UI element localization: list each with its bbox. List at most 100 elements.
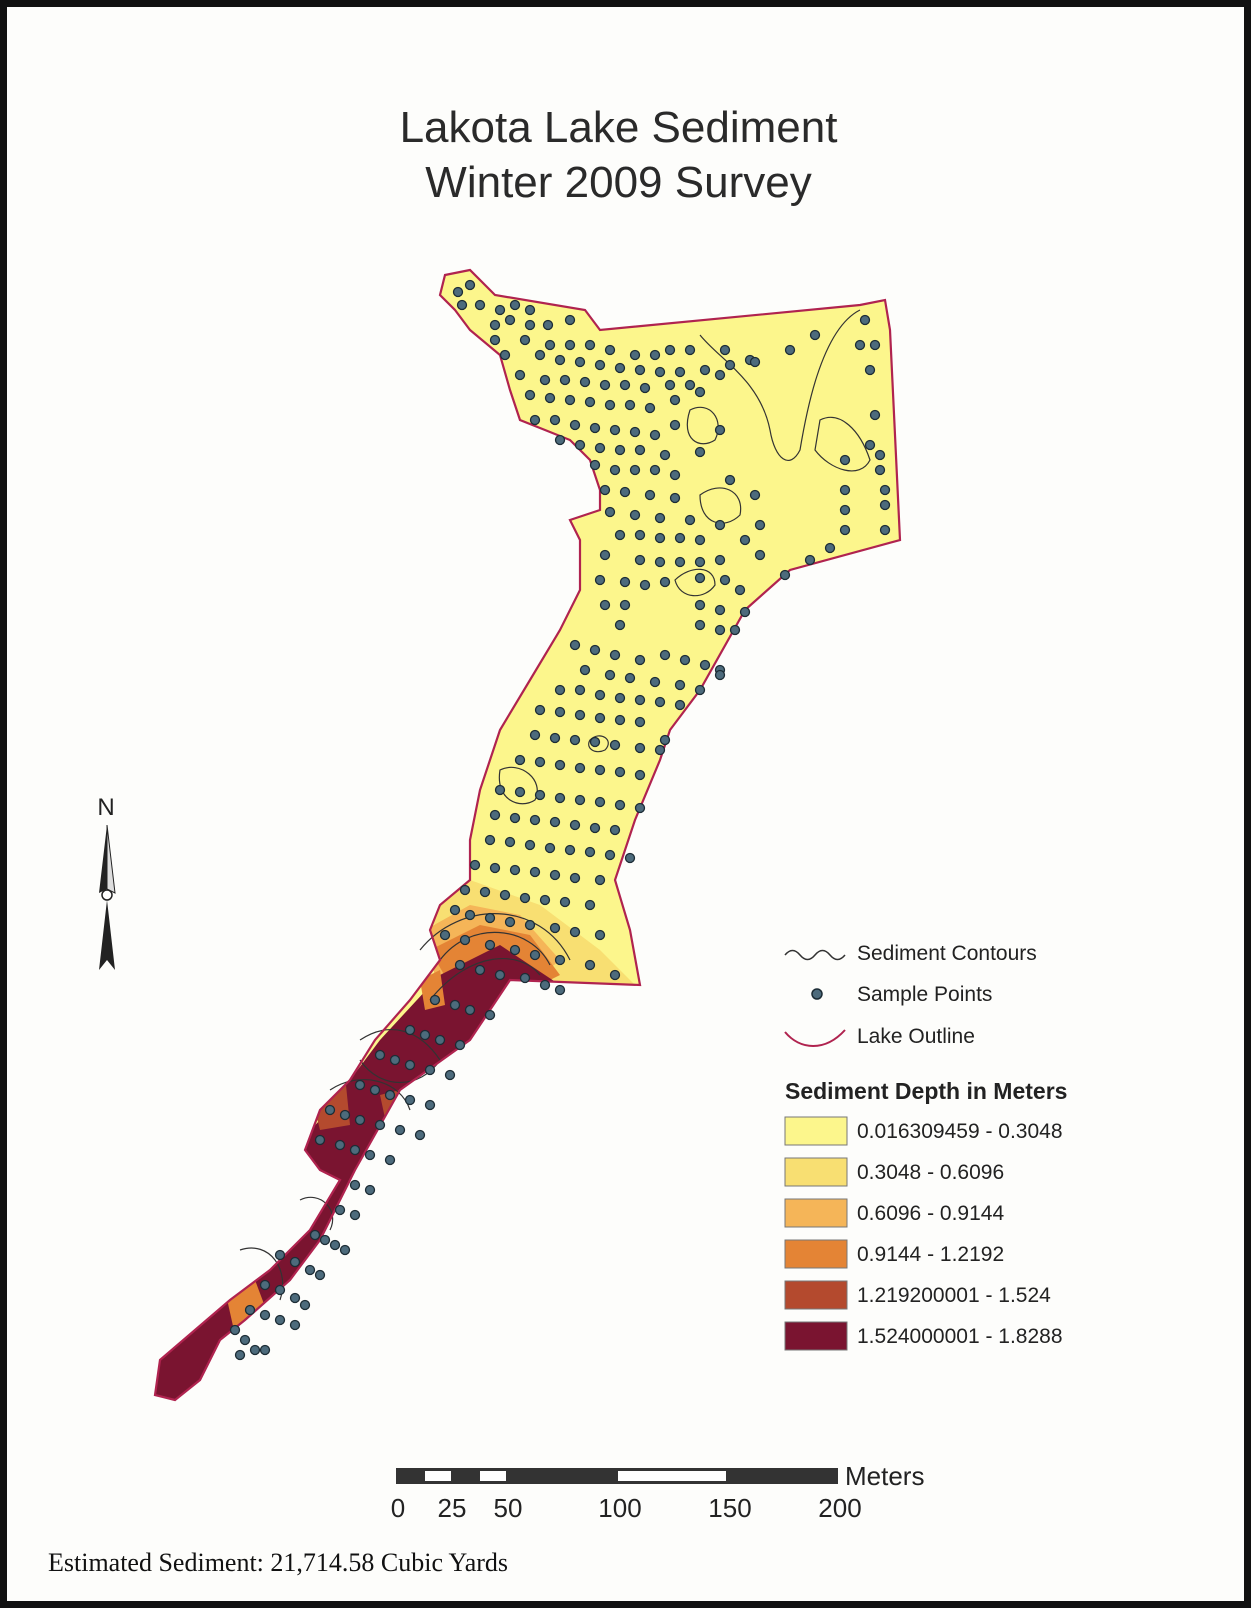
sample-point [634,716,646,728]
sample-point [599,379,611,391]
sample-point [614,799,626,811]
sample-point [524,839,536,851]
sample-point [554,984,566,996]
sample-point [314,1134,326,1146]
sample-point [534,789,546,801]
sample-point [244,1304,256,1316]
sample-point [569,872,581,884]
sample-point [654,366,666,378]
legend-class-label: 1.524000001 - 1.8288 [857,1325,1063,1348]
sample-point [452,286,464,298]
sample-point [274,1284,286,1296]
sample-point [734,584,746,596]
legend-swatch [784,1116,848,1146]
sample-point [519,892,531,904]
sample-point [714,424,726,436]
sample-point [419,1029,431,1041]
sample-point [404,1094,416,1106]
scale-unit: Meters [845,1461,924,1491]
sample-point [289,1256,301,1268]
sample-point [544,842,556,854]
sample-point [694,446,706,458]
sample-point [514,754,526,766]
legend-class-label: 0.016309459 - 0.3048 [857,1120,1063,1143]
sample-point [649,464,661,476]
sample-point [559,374,571,386]
legend-class-label: 1.219200001 - 1.524 [857,1284,1051,1307]
sample-point [879,499,891,511]
sample-point [614,714,626,726]
sample-point [354,1114,366,1126]
sample-point [529,414,541,426]
sample-point [509,944,521,956]
sample-point [524,389,536,401]
sample-point [659,449,671,461]
sample-point [504,836,516,848]
sample-point [719,344,731,356]
sample-point [669,469,681,481]
sample-point [554,684,566,696]
sample-point [544,339,556,351]
sample-point [429,994,441,1006]
sample-point [439,929,451,941]
sample-point [464,1004,476,1016]
sample-point [879,484,891,496]
sample-point [494,304,506,316]
sample-point [824,542,836,554]
sample-point [259,1279,271,1291]
sample-point [714,624,726,636]
sample-point [579,664,591,676]
sample-point [354,1079,366,1091]
sample-point [699,364,711,376]
sample-point [594,442,606,454]
sample-point [634,694,646,706]
sample-point [549,869,561,881]
sample-point [624,852,636,864]
sample-point [329,1239,341,1251]
contour-line-icon [784,949,846,961]
sample-point [229,1324,241,1336]
sample-point [594,359,606,371]
legend-label-samples: Sample Points [857,983,992,1006]
sample-point [714,604,726,616]
sample-point [669,492,681,504]
sample-point [574,794,586,806]
sample-point [839,504,851,516]
sample-point [719,574,731,586]
map-subtitle: Winter 2009 Survey [425,158,812,207]
sample-point [349,1179,361,1191]
sample-point [654,556,666,568]
sample-point [634,444,646,456]
sample-point [499,349,511,361]
sample-point [529,866,541,878]
sample-point [634,529,646,541]
sample-point [594,712,606,724]
legend-swatch [784,1239,848,1269]
sample-point [474,964,486,976]
sample-point [679,654,691,666]
sample-point [584,899,596,911]
sample-point [609,424,621,436]
sample-point [639,579,651,591]
sample-point [654,696,666,708]
sample-point [839,484,851,496]
north-arrow-icon: N [97,794,116,970]
sample-point [559,896,571,908]
sample-point [749,489,761,501]
sample-point [609,649,621,661]
sample-point [619,576,631,588]
sample-point [839,524,851,536]
sample-point [589,822,601,834]
sample-point [504,916,516,928]
sample-point [624,672,636,684]
sample-point [544,392,556,404]
sample-point [584,339,596,351]
sample-point [864,364,876,376]
sample-point [699,659,711,671]
sample-point [319,1234,331,1246]
sample-point [529,949,541,961]
sample-point [374,1049,386,1061]
sample-point [594,929,606,941]
scale-tick-label: 25 [438,1493,467,1523]
